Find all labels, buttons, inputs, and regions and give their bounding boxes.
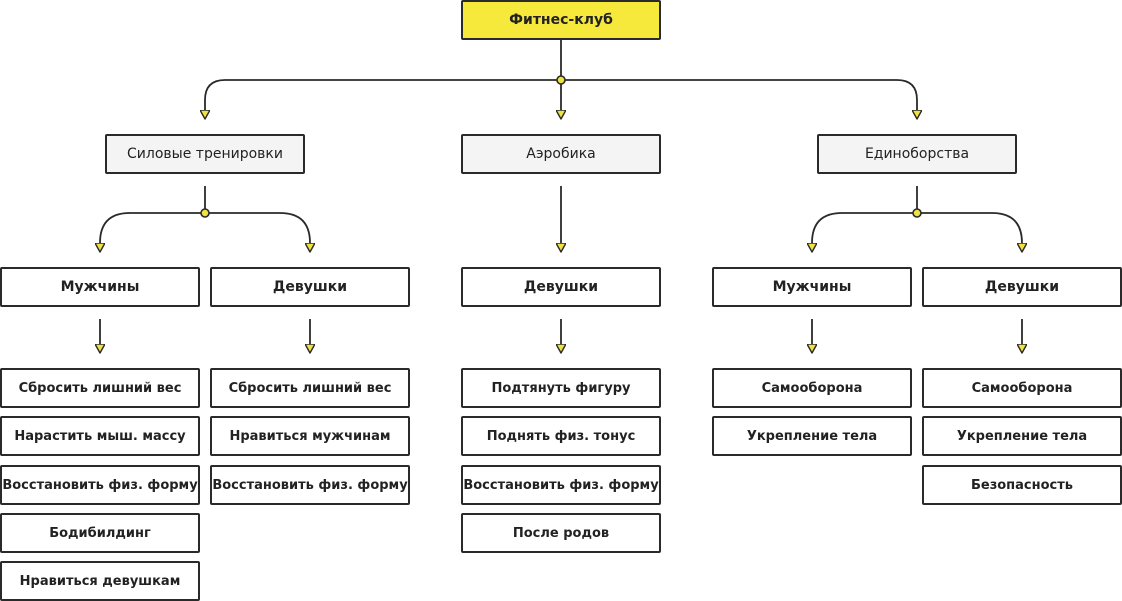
goal-item: Самооборона [922, 368, 1122, 408]
goal-label: Восстановить физ. форму [212, 477, 408, 493]
audience-strength-women: Девушки [210, 267, 410, 307]
goal-label: Укрепление тела [746, 428, 878, 444]
strength-junction-dot [200, 208, 210, 218]
audience-label: Девушки [272, 279, 348, 295]
goal-item: Бодибилдинг [0, 513, 200, 553]
goal-item: Восстановить физ. форму [210, 465, 410, 505]
goal-item: После родов [461, 513, 661, 553]
goal-label: Подтянуть фигуру [491, 380, 631, 396]
audience-martial-men: Мужчины [712, 267, 912, 307]
goal-item: Нравиться девушкам [0, 561, 200, 601]
goal-item: Укрепление тела [712, 416, 912, 456]
goal-item: Сбросить лишний вес [0, 368, 200, 408]
strength-connector [100, 186, 310, 252]
goal-label: Бодибилдинг [49, 525, 151, 541]
goal-label: Самооборона [971, 380, 1073, 396]
audience-label: Девушки [523, 279, 599, 295]
root-connector [205, 40, 917, 119]
goal-item: Нарастить мыш. массу [0, 416, 200, 456]
category-label: Аэробика [526, 146, 596, 162]
audience-label: Мужчины [60, 279, 140, 295]
goal-label: Сбросить лишний вес [18, 380, 182, 396]
root-node-label: Фитнес-клуб [509, 12, 613, 28]
goal-label: Самооборона [761, 380, 863, 396]
audience-martial-women: Девушки [922, 267, 1122, 307]
category-label: Единоборства [864, 146, 970, 162]
goal-label: Нарастить мыш. массу [14, 428, 186, 444]
goal-label: Нравиться девушкам [19, 573, 181, 589]
category-aerobics: Аэробика [461, 134, 661, 174]
audience-label: Мужчины [772, 279, 852, 295]
root-junction-dot [556, 75, 566, 85]
goal-label: Восстановить физ. форму [2, 477, 198, 493]
goal-item: Нравиться мужчинам [210, 416, 410, 456]
root-node: Фитнес-клуб [461, 0, 661, 40]
goal-item: Восстановить физ. форму [0, 465, 200, 505]
goal-item: Восстановить физ. форму [461, 465, 661, 505]
audience-strength-men: Мужчины [0, 267, 200, 307]
goal-item: Самооборона [712, 368, 912, 408]
goal-item: Подтянуть фигуру [461, 368, 661, 408]
martial-junction-dot [912, 208, 922, 218]
goal-label: Сбросить лишний вес [228, 380, 392, 396]
audience-label: Девушки [984, 279, 1060, 295]
category-strength: Силовые тренировки [105, 134, 305, 174]
category-martial-arts: Единоборства [817, 134, 1017, 174]
goal-label: Нравиться мужчинам [229, 428, 391, 444]
category-label: Силовые тренировки [127, 146, 283, 162]
goal-label: После родов [512, 525, 610, 541]
goal-item: Поднять физ. тонус [461, 416, 661, 456]
audience-aerobics-women: Девушки [461, 267, 661, 307]
goal-label: Поднять физ. тонус [486, 428, 636, 444]
martial-connector [812, 186, 1022, 252]
goal-item: Укрепление тела [922, 416, 1122, 456]
goal-connectors [100, 319, 1022, 353]
goal-label: Безопасность [970, 477, 1074, 493]
goal-item: Безопасность [922, 465, 1122, 505]
goal-label: Восстановить физ. форму [463, 477, 659, 493]
goal-item: Сбросить лишний вес [210, 368, 410, 408]
goal-label: Укрепление тела [956, 428, 1088, 444]
